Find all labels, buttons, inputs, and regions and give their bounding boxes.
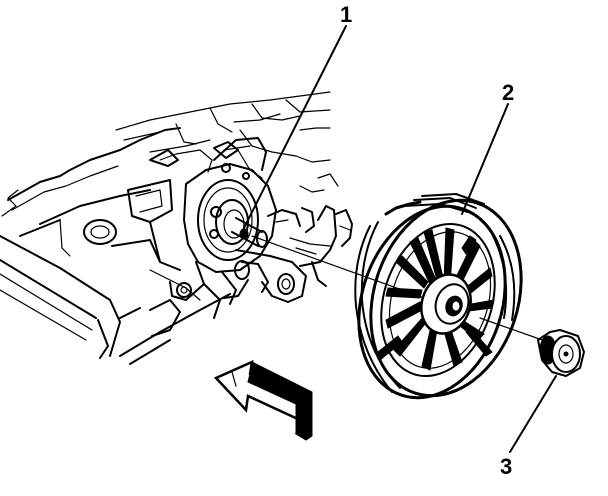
callout-3-leader [509,375,557,453]
pulley-bolt [537,329,585,377]
callout-1-leader [243,25,347,229]
front-cover-housing [169,137,277,319]
callout-2-leader [461,103,509,215]
pump-shaft-assembly [223,205,353,303]
front-of-vehicle-arrow-icon [213,359,313,441]
callout-leaders [243,25,557,453]
pulley [354,193,523,400]
callout-1-label: 1 [340,2,352,27]
callout-3-label: 3 [500,454,512,479]
callout-2-label: 2 [502,80,514,105]
engine-block [0,91,339,365]
callout-labels: 1 2 3 [340,2,514,479]
